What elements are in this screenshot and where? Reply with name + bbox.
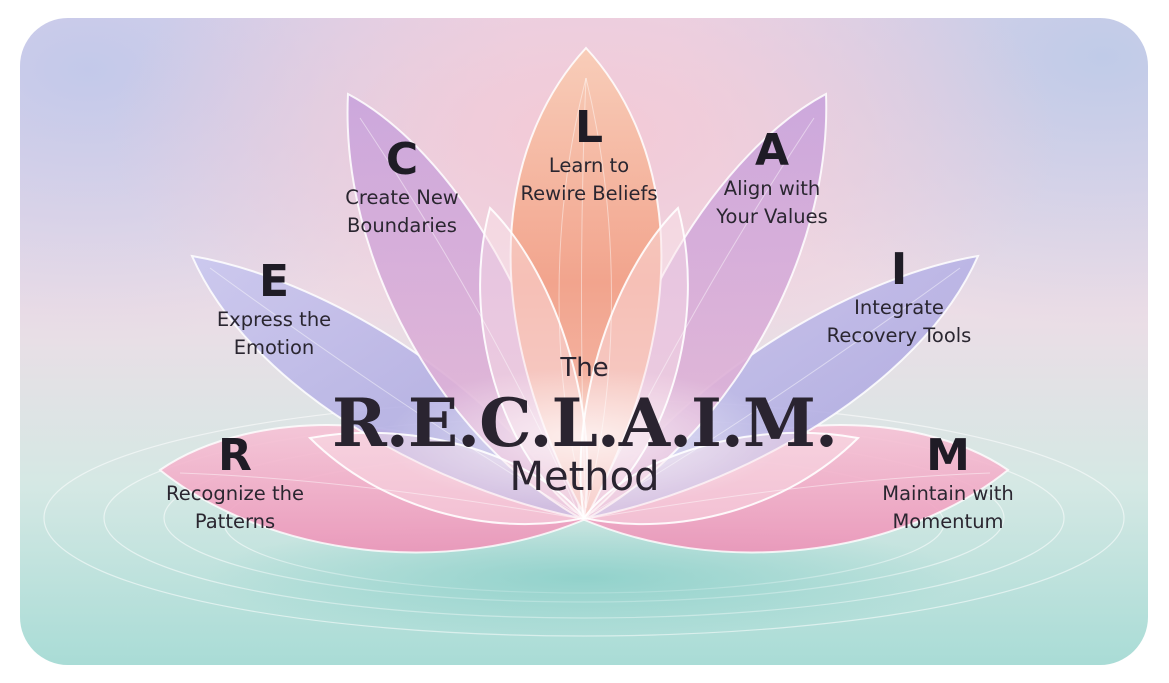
step-letter: A <box>754 125 790 176</box>
lotus-card <box>20 18 1148 665</box>
title-acronym: R.E.C.L.A.I.M. <box>332 384 838 462</box>
step-label: Maintain with Momentum <box>882 482 1014 533</box>
center-glow <box>384 368 784 508</box>
step-label: Align with Your Values <box>716 177 828 228</box>
step-e: E Express the Emotion <box>217 258 331 362</box>
step-letter: M <box>926 430 970 481</box>
title-the: The <box>560 353 609 383</box>
step-label: Integrate Recovery Tools <box>826 296 972 347</box>
step-label: Learn to Rewire Beliefs <box>520 154 658 205</box>
step-label: Express the Emotion <box>216 308 332 359</box>
step-m: M Maintain with Momentum <box>882 432 1014 536</box>
step-label: Create New Boundaries <box>345 186 459 237</box>
step-letter: C <box>385 134 419 185</box>
step-letter: R <box>218 430 252 481</box>
title-method: Method <box>509 454 660 500</box>
step-label: Recognize the Patterns <box>166 482 304 533</box>
step-r: R Recognize the Patterns <box>166 432 304 536</box>
lotus-illustration <box>43 46 1125 638</box>
step-letter: I <box>890 244 908 295</box>
step-letter: E <box>258 256 290 307</box>
step-letter: L <box>574 102 604 153</box>
step-c: C Create New Boundaries <box>345 136 459 240</box>
step-l: L Learn to Rewire Beliefs <box>520 104 657 208</box>
step-i: I Integrate Recovery Tools <box>827 246 972 350</box>
step-a: A Align with Your Values <box>716 127 828 231</box>
